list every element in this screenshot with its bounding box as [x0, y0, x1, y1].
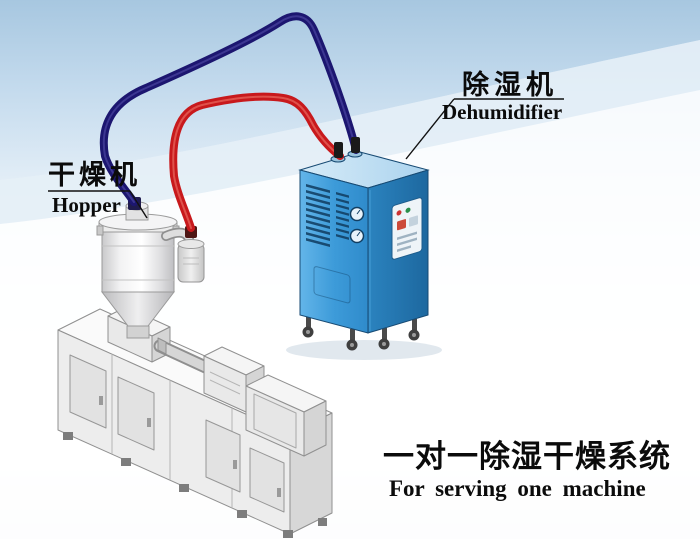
dehumidifier-label-en: Dehumidifier	[442, 100, 563, 124]
louver-vent-left	[306, 184, 330, 247]
panel-button	[409, 215, 418, 227]
hose-stub	[334, 142, 343, 158]
door-handle	[147, 418, 151, 427]
indicator-light-green	[405, 207, 411, 213]
extruder-door-panels	[69, 354, 285, 513]
caption-cn: 一对一除湿干燥系统	[383, 439, 671, 474]
hopper-neck	[126, 325, 150, 339]
dryer-leader-line	[129, 190, 148, 219]
blower-top	[177, 239, 205, 249]
machine-feet	[63, 432, 327, 538]
supply-hose-highlight	[102, 15, 357, 203]
control-box-panel	[253, 393, 297, 449]
panel-button	[397, 219, 406, 231]
dehumidifier-label-cn: 除湿机	[462, 70, 558, 100]
caption-en: For serving one machine	[389, 476, 646, 501]
dryer-label-en: Hopper	[52, 193, 121, 217]
extruder-barrel	[153, 337, 219, 377]
dehumidifier-front-face	[299, 169, 369, 334]
panel-text-line	[397, 237, 417, 246]
door-handle	[277, 488, 281, 497]
floor-shadow	[286, 340, 442, 360]
blower-body	[177, 243, 205, 283]
caster-wheels	[302, 316, 420, 351]
extruder-machine	[57, 306, 333, 538]
dehumidifier-leader-line	[405, 98, 455, 160]
control-panel-plate	[391, 197, 423, 260]
panel-text-line	[397, 231, 417, 240]
pressure-gauges	[349, 206, 365, 244]
barrel-flange	[157, 337, 167, 355]
dryer-label-cn: 干燥机	[48, 160, 141, 190]
door-handle	[99, 396, 103, 405]
hose-stub	[351, 137, 360, 153]
filter-access-door	[313, 266, 351, 304]
louver-vent-right	[336, 192, 349, 240]
panel-text-line	[397, 245, 411, 252]
return-hose-highlight	[172, 95, 341, 229]
control-box-unit	[245, 374, 327, 457]
control-panel	[391, 197, 423, 260]
lid-clamp	[96, 225, 104, 236]
dehumidifier-unit	[286, 150, 442, 360]
door-handle	[233, 460, 237, 469]
leader-lines	[48, 98, 564, 219]
indicator-light-red	[396, 210, 402, 216]
air-hoses	[99, 12, 360, 232]
